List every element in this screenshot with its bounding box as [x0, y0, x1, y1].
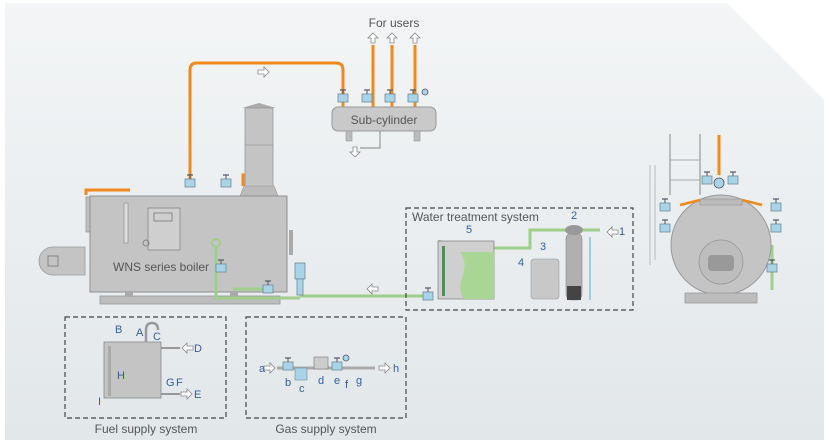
fuel-marker-i: I [98, 396, 101, 408]
fuel-marker-f: F [176, 377, 183, 389]
fuel-marker-b: B [115, 324, 122, 336]
gas-marker-b: b [285, 377, 291, 389]
background-panel [5, 3, 824, 440]
softener-vessel [565, 225, 583, 301]
sub-cylinder-label: Sub-cylinder [351, 113, 418, 127]
marker-4: 4 [518, 257, 524, 269]
gas-supply-box [245, 316, 407, 419]
chimney [239, 103, 279, 197]
gas-marker-h: h [393, 363, 399, 375]
gas-marker-g: g [356, 375, 362, 387]
gas-marker-e: e [334, 375, 340, 387]
fuel-tank [103, 321, 180, 399]
gas-supply-label: Gas supply system [275, 422, 376, 436]
fuel-supply-label: Fuel supply system [95, 422, 198, 436]
burner [38, 246, 86, 276]
boiler-label: WNS series boiler [113, 260, 209, 274]
water-treatment-box [405, 207, 634, 311]
gas-marker-c: c [299, 383, 305, 395]
brine-tank [530, 258, 560, 300]
fuel-marker-e: E [194, 389, 201, 401]
fuel-marker-d: D [194, 343, 202, 355]
marker-5: 5 [466, 224, 472, 236]
water-tank [437, 240, 495, 300]
fuel-marker-c: C [153, 331, 161, 343]
for-users-label: For users [369, 16, 420, 30]
gas-meter [313, 356, 329, 370]
gas-marker-f: f [345, 379, 349, 391]
fuel-marker-g: G [166, 377, 175, 389]
boiler-front-view [649, 134, 782, 304]
water-treatment-label: Water treatment system [412, 210, 539, 224]
fuel-supply-box [64, 316, 227, 419]
marker-1: 1 [619, 226, 625, 238]
fuel-marker-h: H [117, 370, 125, 382]
gas-marker-a: a [259, 363, 266, 375]
gas-marker-d: d [318, 375, 324, 387]
marker-3: 3 [540, 241, 546, 253]
feed-pump [294, 262, 306, 296]
marker-2: 2 [571, 210, 577, 222]
wns-boiler [85, 195, 293, 305]
gas-filter [294, 367, 308, 381]
sub-cylinder [331, 88, 437, 158]
fuel-marker-a: A [136, 327, 144, 339]
steam-pipes [84, 45, 721, 195]
